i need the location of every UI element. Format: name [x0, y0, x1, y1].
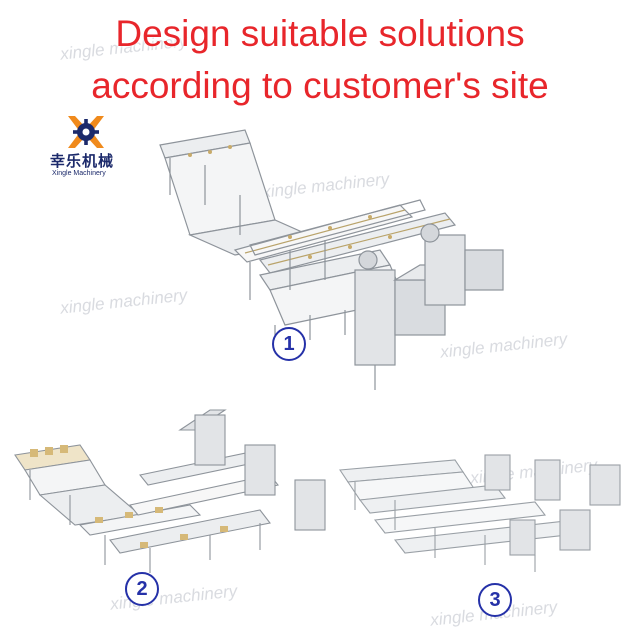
logo-name-en: Xingle Machinery — [52, 170, 106, 177]
label-2: 2 — [125, 572, 159, 606]
production-line-3 — [339, 454, 621, 572]
headline-line-1: Design suitable solutions — [115, 13, 525, 54]
headline-line-2: according to customer's site — [91, 65, 549, 106]
production-line-1 — [159, 129, 504, 390]
label-1: 1 — [272, 327, 306, 361]
xingle-logo-icon — [68, 116, 104, 148]
label-3: 3 — [478, 583, 512, 617]
logo-name-cn: 幸乐机械 — [50, 152, 115, 170]
production-line-2 — [14, 409, 326, 573]
